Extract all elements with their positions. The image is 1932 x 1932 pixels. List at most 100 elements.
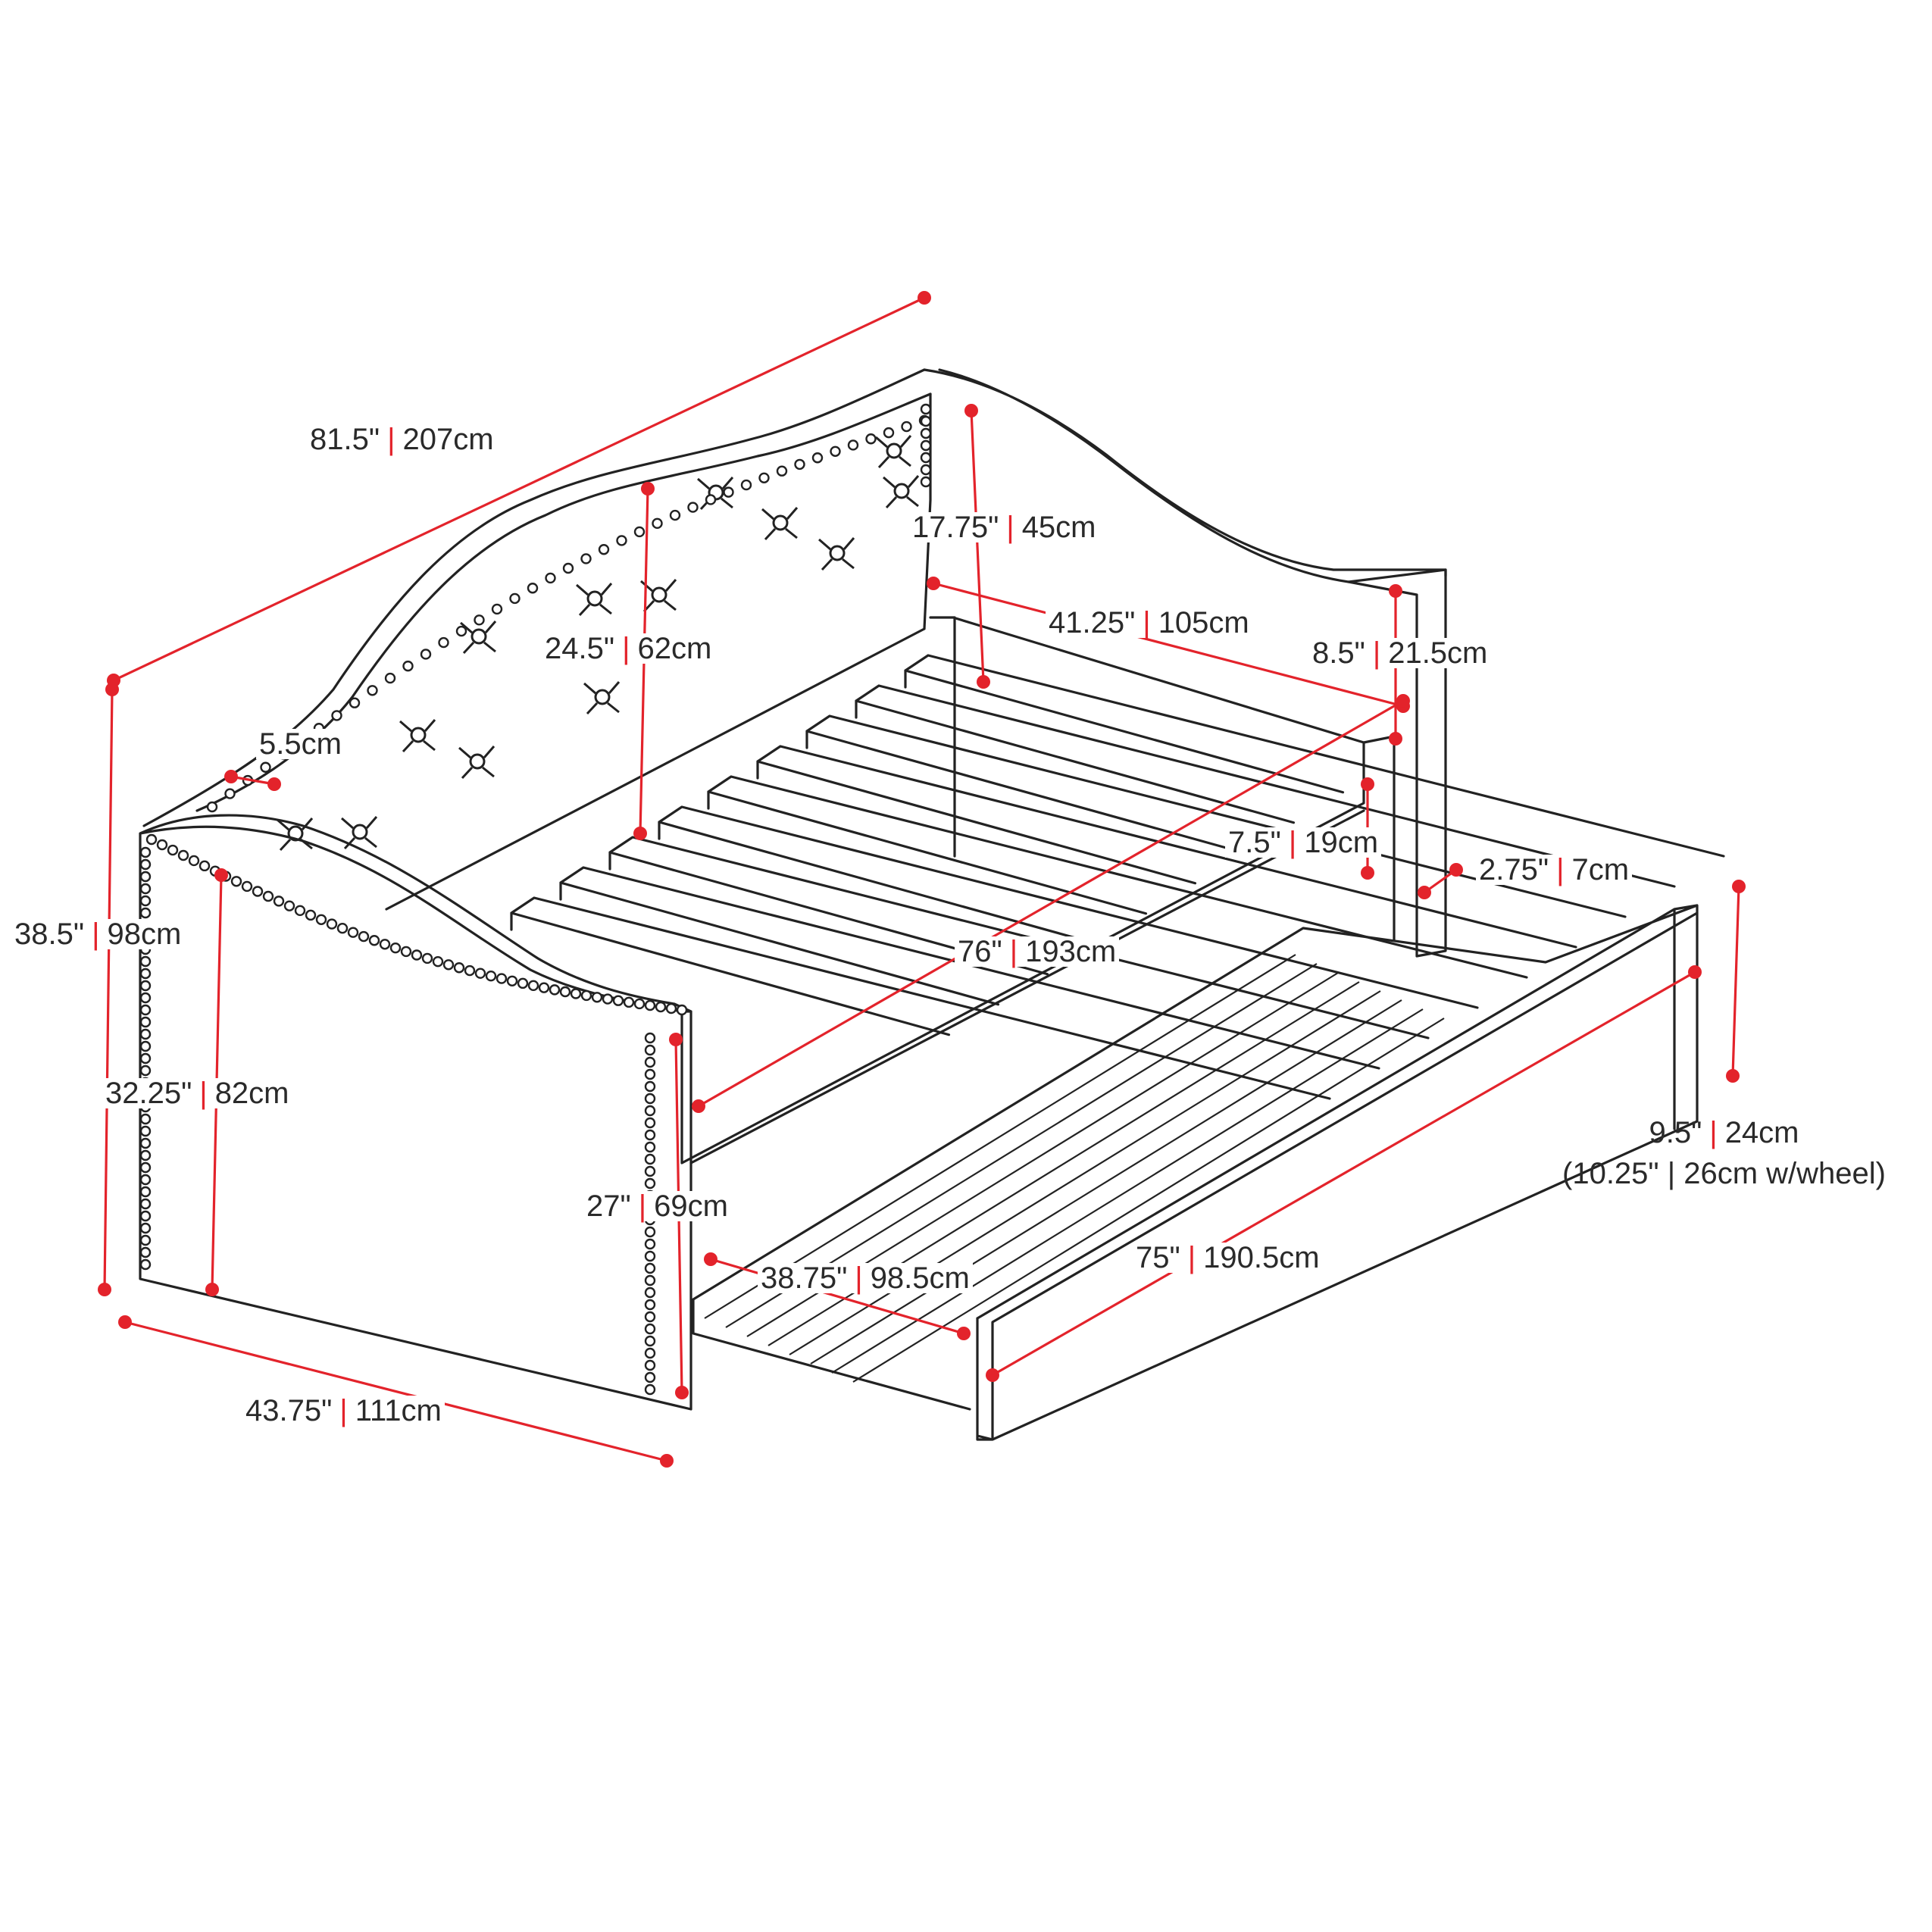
nailhead (633, 998, 646, 1010)
nailhead (139, 1174, 152, 1186)
trundle-slat (704, 954, 1296, 1319)
label-trundle-height-note: (10.25" | 26cm w/wheel) (1562, 1157, 1886, 1190)
nailhead (411, 949, 423, 961)
nailhead (455, 625, 467, 637)
nailhead (139, 1125, 152, 1137)
label-inner-width: 41.25"|105cm (1046, 608, 1252, 638)
nailhead (644, 1117, 656, 1129)
nailhead (830, 445, 841, 457)
tuft-button (399, 719, 436, 753)
nailhead (794, 458, 805, 470)
nailhead (139, 1210, 152, 1222)
nailhead (139, 1004, 152, 1016)
nailhead (644, 1165, 656, 1177)
nailhead (224, 788, 236, 799)
nailhead (644, 1153, 656, 1165)
nailhead (644, 1286, 656, 1299)
tuft-button (576, 583, 613, 617)
dim-line-trundle-height (1731, 886, 1740, 1077)
nailhead (283, 900, 295, 911)
nailhead (612, 995, 624, 1006)
nailhead (496, 973, 508, 984)
nailhead (139, 1258, 152, 1271)
label-arm-thickness: 5.5cm (256, 729, 345, 759)
nailhead (347, 927, 359, 938)
nailhead (368, 935, 380, 946)
nailhead (241, 880, 253, 893)
label-overall-height: 38.5"|98cm (11, 919, 185, 949)
nailhead (883, 427, 895, 439)
nailhead (644, 1371, 656, 1383)
nailhead (177, 849, 189, 861)
tuft-button (883, 475, 920, 509)
nailhead (705, 494, 717, 505)
nailhead (464, 964, 476, 977)
back-panel (923, 368, 1447, 583)
nailhead (920, 439, 932, 452)
nailhead (139, 1186, 152, 1198)
nailhead (358, 930, 370, 943)
nailhead (644, 1044, 656, 1056)
nailhead (562, 562, 574, 574)
slat (855, 684, 1676, 888)
trundle-slat (831, 1008, 1424, 1374)
nailhead (538, 982, 550, 993)
nailhead (491, 603, 503, 615)
nailhead (438, 636, 449, 649)
nailhead (644, 1262, 656, 1274)
nailhead (145, 833, 158, 846)
tuft-button (875, 435, 912, 469)
nailhead (442, 959, 455, 971)
slat (559, 866, 1380, 1070)
nailhead (644, 1177, 656, 1190)
nailhead (139, 1052, 152, 1064)
nailhead (644, 1093, 656, 1105)
nailhead (206, 801, 218, 813)
nailhead (591, 992, 603, 1003)
slat (510, 896, 1331, 1100)
nailhead (623, 996, 635, 1008)
dim-line-arm-thickness (230, 775, 275, 786)
nailhead (602, 993, 614, 1005)
nailhead (139, 1040, 152, 1052)
tuft-button (583, 681, 621, 715)
nailhead (139, 1198, 152, 1210)
nailhead (389, 942, 402, 954)
nailhead (580, 989, 592, 1002)
nailhead (633, 526, 646, 538)
nailhead (920, 427, 932, 439)
nailhead (139, 1246, 152, 1258)
nailhead (652, 517, 663, 530)
slat (904, 654, 1725, 858)
label-rail-to-floor: 7.5"|19cm (1225, 827, 1382, 858)
nailhead (644, 1129, 656, 1141)
nailhead (545, 572, 556, 584)
nailhead (474, 614, 485, 626)
nailhead (580, 553, 592, 564)
nailhead (811, 452, 824, 464)
nailhead (230, 876, 242, 887)
nailhead (139, 1149, 152, 1161)
nailhead (273, 896, 285, 907)
label-inner-arm-height: 24.5"|62cm (542, 633, 715, 664)
slat (805, 714, 1627, 918)
nailhead (665, 1002, 677, 1014)
nailhead (920, 452, 932, 464)
nailhead (644, 1347, 656, 1359)
nailhead (167, 844, 179, 856)
label-rail-height: 8.5"|21.5cm (1309, 638, 1491, 668)
nailhead (139, 1234, 152, 1246)
nailhead (616, 535, 627, 546)
trundle-slat (810, 999, 1402, 1365)
nailhead (901, 420, 912, 433)
dimension-lines (98, 291, 1746, 1468)
nailhead (644, 1311, 656, 1323)
nailhead (188, 855, 200, 867)
nailhead (655, 1001, 667, 1013)
dim-line-trundle-length (992, 971, 1696, 1377)
nailhead (644, 1068, 656, 1080)
nailhead (644, 1080, 656, 1093)
label-trundle-length: 75"|190.5cm (1133, 1243, 1323, 1273)
nailhead (920, 415, 932, 427)
